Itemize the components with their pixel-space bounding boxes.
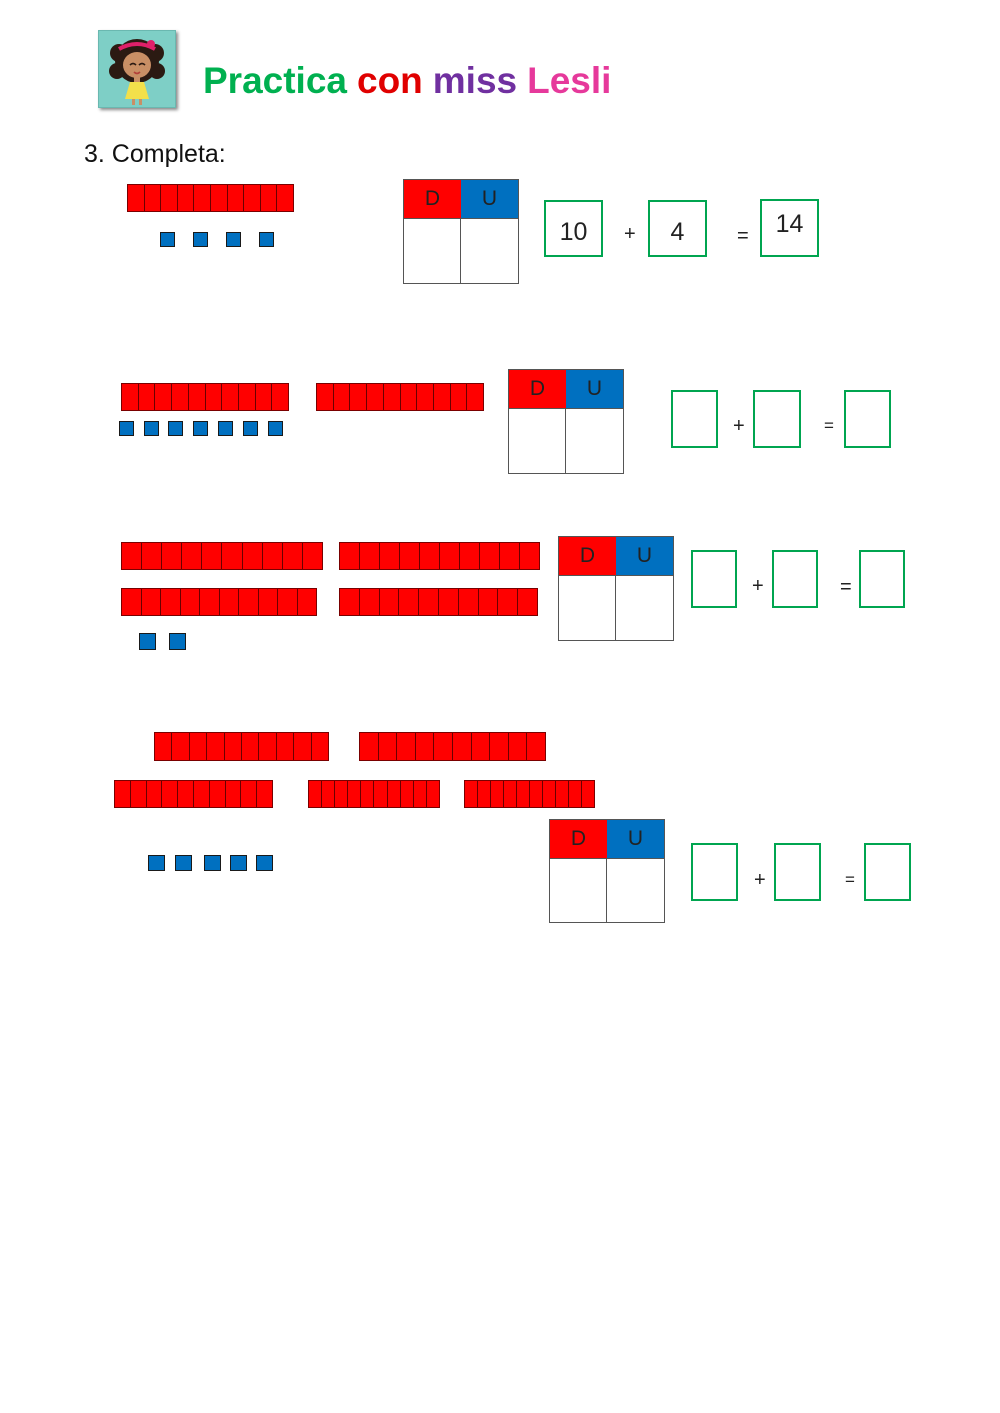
unit-cube (144, 421, 159, 436)
tens-value-box[interactable] (691, 550, 737, 608)
tens-cell[interactable] (559, 575, 616, 640)
units-value-box[interactable] (774, 843, 821, 901)
unit-cube (168, 421, 183, 436)
place-value-table: D U (508, 369, 624, 474)
teacher-avatar (98, 30, 176, 108)
units-header: U (461, 180, 518, 218)
title-lesli: Lesli (527, 60, 612, 101)
ten-rod (339, 542, 540, 570)
equals-sign: = (845, 870, 855, 889)
ten-rod (121, 588, 317, 616)
unit-cube (193, 421, 208, 436)
unit-cube (226, 232, 241, 247)
total-box[interactable] (859, 550, 905, 608)
tens-header: D (404, 180, 461, 218)
equals-sign: = (737, 225, 749, 247)
unit-cube (204, 855, 221, 871)
units-header: U (616, 537, 673, 575)
units-value-box[interactable]: 4 (648, 200, 707, 257)
ten-rod (464, 780, 595, 808)
tens-value-box[interactable] (671, 390, 718, 448)
tens-cell[interactable] (509, 408, 566, 473)
plus-sign: + (733, 415, 745, 437)
title-con: con (357, 60, 423, 101)
title-practica: Practica (203, 60, 347, 101)
plus-sign: + (624, 223, 636, 245)
place-value-table: D U (558, 536, 674, 641)
total-box[interactable] (864, 843, 911, 901)
place-value-table: D U (403, 179, 519, 284)
title-miss: miss (432, 60, 518, 101)
units-value-box[interactable] (772, 550, 818, 608)
units-cell[interactable] (616, 575, 673, 640)
ten-rod (339, 588, 538, 616)
ten-rod (154, 732, 329, 761)
tens-header: D (550, 820, 607, 858)
unit-cube (175, 855, 192, 871)
total-box[interactable] (844, 390, 891, 448)
unit-cube (139, 633, 156, 650)
ten-rod (308, 780, 440, 808)
place-value-table: D U (549, 819, 665, 923)
unit-cube (160, 232, 175, 247)
ten-rod (127, 184, 294, 212)
unit-cube (243, 421, 258, 436)
girl-avatar-icon (109, 39, 165, 105)
unit-cube (268, 421, 283, 436)
units-value-box[interactable] (753, 390, 801, 448)
tens-value-box[interactable] (691, 843, 738, 901)
tens-cell[interactable] (404, 218, 461, 283)
tens-value-box[interactable]: 10 (544, 200, 603, 257)
unit-cube (193, 232, 208, 247)
equals-sign: = (840, 576, 852, 598)
unit-cube (148, 855, 165, 871)
ten-rod (359, 732, 546, 761)
total-box[interactable]: 14 (760, 199, 819, 257)
units-cell[interactable] (607, 858, 664, 922)
ten-rod (121, 383, 289, 411)
plus-sign: + (754, 869, 766, 891)
units-cell[interactable] (461, 218, 518, 283)
equals-sign: = (824, 416, 834, 435)
tens-header: D (509, 370, 566, 408)
instruction: 3. Completa: (84, 140, 226, 168)
unit-cube (230, 855, 247, 871)
ten-rod (114, 780, 273, 808)
unit-cube (259, 232, 274, 247)
units-cell[interactable] (566, 408, 623, 473)
tens-cell[interactable] (550, 858, 607, 922)
tens-header: D (559, 537, 616, 575)
plus-sign: + (752, 575, 764, 597)
unit-cube (119, 421, 134, 436)
unit-cube (256, 855, 273, 871)
unit-cube (218, 421, 233, 436)
units-header: U (607, 820, 664, 858)
units-header: U (566, 370, 623, 408)
ten-rod (316, 383, 484, 411)
unit-cube (169, 633, 186, 650)
ten-rod (121, 542, 323, 570)
